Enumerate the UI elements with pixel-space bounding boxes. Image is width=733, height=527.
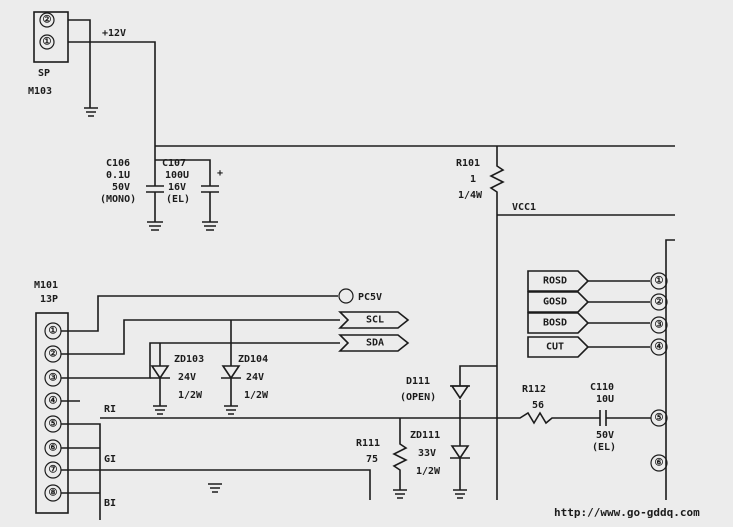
gosd-label: GOSD — [543, 297, 567, 308]
signal-tag-scl: SCL — [338, 311, 410, 329]
c110-type: (EL) — [592, 442, 616, 453]
net-gi: GI — [104, 454, 116, 465]
sp-pin-2: ② — [43, 15, 52, 26]
d111-ref: D111 — [406, 376, 430, 387]
c110-rating: 50V — [596, 430, 614, 441]
r111-value: 75 — [366, 454, 378, 465]
resistor-r111: R111 75 — [356, 418, 408, 499]
m101-pin-1: ① — [49, 326, 58, 337]
r112-ref: R112 — [522, 384, 546, 395]
sp-label: SP — [38, 68, 50, 79]
zener-zd104: ZD104 24V 1/2W — [221, 320, 269, 415]
d111-note: (OPEN) — [400, 392, 436, 403]
c107-type: (EL) — [166, 194, 190, 205]
m101-pin-8: ⑧ — [49, 488, 58, 499]
m101-pin-6: ⑥ — [49, 443, 58, 454]
osd-tag-rosd: ROSD — [527, 270, 590, 292]
c110-value: 10U — [596, 394, 614, 405]
capacitor-c110: C110 10U 50V (EL) — [590, 382, 616, 453]
c110-ref: C110 — [590, 382, 614, 393]
m101-pin-2: ② — [49, 349, 58, 360]
osd-pin-6: ⑥ — [655, 458, 664, 469]
m101-pin-4: ④ — [49, 396, 58, 407]
m101-pin-7: ⑦ — [49, 465, 58, 476]
r101-value: 1 — [470, 174, 476, 185]
zd111-voltage: 33V — [418, 448, 436, 459]
zener-zd103: ZD103 24V 1/2W — [150, 343, 204, 415]
net-ri: RI — [104, 404, 116, 415]
zener-zd111: ZD111 33V 1/2W — [410, 418, 470, 499]
c106-ref: C106 — [106, 158, 130, 169]
c107-ref: C107 — [162, 158, 186, 169]
zd111-ref: ZD111 — [410, 430, 440, 441]
net-bi: BI — [104, 498, 116, 509]
zd104-ref: ZD104 — [238, 354, 268, 365]
osd-tag-bosd: BOSD — [527, 312, 590, 334]
osd-connector: ① ② ③ ④ ⑤ ⑥ — [650, 272, 668, 472]
r101-power: 1/4W — [458, 190, 483, 201]
scl-label: SCL — [366, 315, 384, 326]
supply-12v-label: +12V — [102, 28, 126, 39]
bosd-label: BOSD — [543, 318, 567, 329]
rosd-label: ROSD — [543, 276, 567, 287]
c107-rating: 16V — [168, 182, 186, 193]
r111-ref: R111 — [356, 438, 380, 449]
zd111-power: 1/2W — [416, 466, 441, 477]
osd-pin-4: ④ — [655, 342, 664, 353]
pc5v-label: PC5V — [358, 292, 382, 303]
m101-label: 13P — [40, 294, 58, 305]
r112-value: 56 — [532, 400, 544, 411]
r101-ref: R101 — [456, 158, 480, 169]
connector-m101: M101 13P ① ② ③ ④ ⑤ ⑥ ⑦ ⑧ — [34, 280, 69, 514]
osd-pin-2: ② — [655, 297, 664, 308]
osd-pin-5: ⑤ — [655, 413, 664, 424]
signal-tag-sda: SDA — [338, 334, 410, 352]
sda-label: SDA — [366, 338, 384, 349]
c106-value: 0.1U — [106, 170, 130, 181]
c106-rating: 50V — [112, 182, 130, 193]
sp-pin-1: ① — [43, 37, 52, 48]
osd-tag-cut: CUT — [527, 336, 590, 358]
m101-pin-5: ⑤ — [49, 419, 58, 430]
connector-m103: ② ① SP M103 — [28, 11, 69, 97]
m101-pin-3: ③ — [49, 373, 58, 384]
vcc1-label: VCC1 — [512, 202, 536, 213]
diode-d111: D111 (OPEN) — [400, 365, 497, 418]
c107-polarity: + — [217, 168, 223, 179]
zd103-voltage: 24V — [178, 372, 196, 383]
watermark-url[interactable]: http://www.go-gddq.com — [554, 506, 700, 519]
zd103-ref: ZD103 — [174, 354, 204, 365]
osd-pin-3: ③ — [655, 320, 664, 331]
zd104-voltage: 24V — [246, 372, 264, 383]
capacitor-c106: C106 0.1U 50V (MONO) — [100, 158, 164, 231]
cut-label: CUT — [546, 342, 564, 353]
c107-value: 100U — [165, 170, 189, 181]
capacitor-c107: + C107 100U 16V (EL) — [155, 158, 223, 231]
zd104-power: 1/2W — [244, 390, 269, 401]
zd103-power: 1/2W — [178, 390, 203, 401]
m101-ref: M101 — [34, 280, 58, 291]
resistor-r101: R101 1 1/4W — [456, 146, 505, 215]
osd-pin-1: ① — [655, 276, 664, 287]
osd-tag-gosd: GOSD — [527, 291, 590, 313]
m103-ref: M103 — [28, 86, 52, 97]
c106-type: (MONO) — [100, 194, 136, 205]
